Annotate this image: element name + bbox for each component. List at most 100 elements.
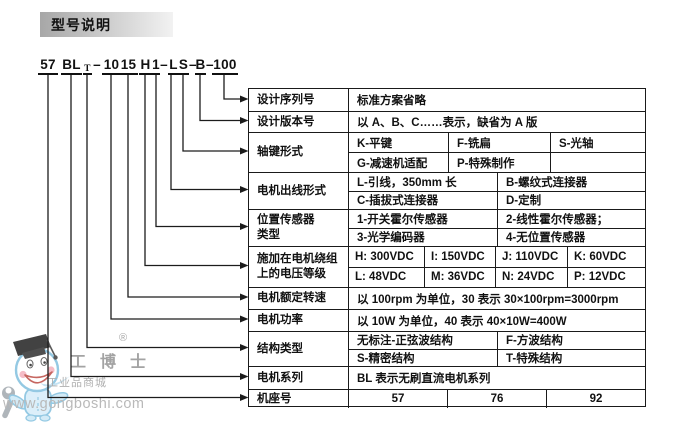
spec-cell: 标准方案省略 [357,95,426,107]
brand-url: www.gongboshi.com [3,396,145,412]
connector-line [47,74,240,399]
spec-cell: T-特殊结构 [506,352,563,365]
spec-subrow: BL 表示无刷直流电机系列 [349,367,645,389]
spec-cell: K: 60VDC [574,250,627,263]
spec-row-label: 位置传感器类型 [249,210,349,246]
model-code-token: B [195,56,206,75]
spec-cell: N: 24VDC [496,267,568,287]
spec-cell: 无标注-正弦波结构 [349,332,498,349]
watermark: ® 工 博 士 工业品商城 www.gongboshi.com [0,325,170,427]
spec-cell: 92 [589,393,603,405]
spec-row-label: 设计版本号 [249,112,349,132]
spec-row-content: 以 A、B、C……表示，缺省为 A 版 [349,112,645,132]
spec-cell: J: 110VDC [496,247,568,267]
spec-subrow: 以 A、B、C……表示，缺省为 A 版 [349,112,645,132]
model-code-token: 100 [212,56,238,75]
spec-cell: S-光轴 [559,137,594,150]
spec-cell [551,153,645,172]
model-code-token: 10 [102,56,121,75]
spec-subrow: 1-开关霍尔传感器 2-线性霍尔传感器； [349,210,645,228]
arrowhead-icon [240,147,249,155]
spec-cell: I: 150VDC [425,247,496,267]
connector-line [144,74,240,267]
spec-cell: 2-线性霍尔传感器； [506,213,609,226]
brand-subtitle: 工业品商城 [47,377,107,389]
model-code-token: 15 [119,56,138,75]
spec-cell: 76 [448,390,547,408]
spec-cell: BL 表示无刷直流电机系列 [357,373,491,385]
model-code-token: – [189,57,197,72]
arrowhead-icon [240,117,249,124]
spec-row-label: 施加在电机绕组上的电压等级 [249,247,349,287]
model-code-token: – [93,57,101,72]
section-title: 型号说明 [40,12,173,37]
arrowhead-icon [240,95,249,103]
brand-name: 工 博 士 [70,354,152,371]
model-code-token: 57 [38,56,58,75]
spec-cell: B-螺纹式连接器 [506,176,588,189]
spec-row-content: BL 表示无刷直流电机系列 [349,367,645,389]
spec-row-label: 电机系列 [249,367,349,389]
connector-line [70,74,240,378]
table-row: 设计序列号标准方案省略 [249,89,645,111]
connector-line [127,74,240,298]
connector-line [199,74,240,122]
connector-line [155,74,240,228]
spec-row-label: 轴键形式 [249,133,349,172]
spec-cell: G-减速机适配 [349,153,449,172]
spec-subrow: S-精密结构 T-特殊结构 [349,348,645,366]
spec-cell: 以 A、B、C……表示，缺省为 A 版 [357,117,538,129]
table-row: 设计版本号以 A、B、C……表示，缺省为 A 版 [249,111,645,132]
model-code-token: – [206,57,214,72]
spec-row-content: 以 100rpm 为单位，30 表示 30×100rpm=3000rpm [349,288,645,309]
spec-cell: K-平键 [349,133,449,152]
spec-row-label: 结构类型 [249,332,349,366]
spec-cell: L: 48VDC [349,267,425,287]
model-code-token: L [168,56,179,75]
section-title-text: 型号说明 [51,16,111,33]
arrowhead-icon [240,373,249,380]
arrowhead-icon [240,223,249,230]
model-code-token: BL [61,56,82,75]
model-code-token: T [83,56,92,75]
spec-cell: S-精密结构 [349,349,498,366]
spec-row-content: 标准方案省略 [349,89,645,111]
registered-mark: ® [119,332,128,344]
connector-line [223,74,240,100]
arrowhead-icon [240,394,249,401]
spec-cell: M: 36VDC [425,267,496,287]
arrowhead-icon [240,344,249,351]
spec-subrow: 以 10W 为单位，40 表示 40×10W=400W [349,310,645,331]
spec-row-label: 电机出线形式 [249,173,349,209]
spec-cell: 4-无位置传感器 [506,232,586,245]
model-code-token: H [139,56,152,75]
spec-cell: 1-开关霍尔传感器 [349,210,498,228]
spec-cell: C-插拔式连接器 [349,191,498,209]
spec-cell: H: 300VDC [349,247,425,267]
spec-cell: 以 10W 为单位，40 表示 40×10W=400W [357,315,567,328]
arrowhead-icon [240,262,249,269]
spec-cell: P: 12VDC [574,271,626,284]
spec-subrow: L-引线，350mm 长 B-螺纹式连接器 [349,173,645,191]
spec-row-content: 以 10W 为单位，40 表示 40×10W=400W [349,310,645,331]
table-row: 电机额定转速以 100rpm 为单位，30 表示 30×100rpm=3000r… [249,287,645,309]
model-code-token: S [178,56,189,75]
spec-cell: L-引线，350mm 长 [349,173,498,191]
model-code-token: – [160,57,168,72]
